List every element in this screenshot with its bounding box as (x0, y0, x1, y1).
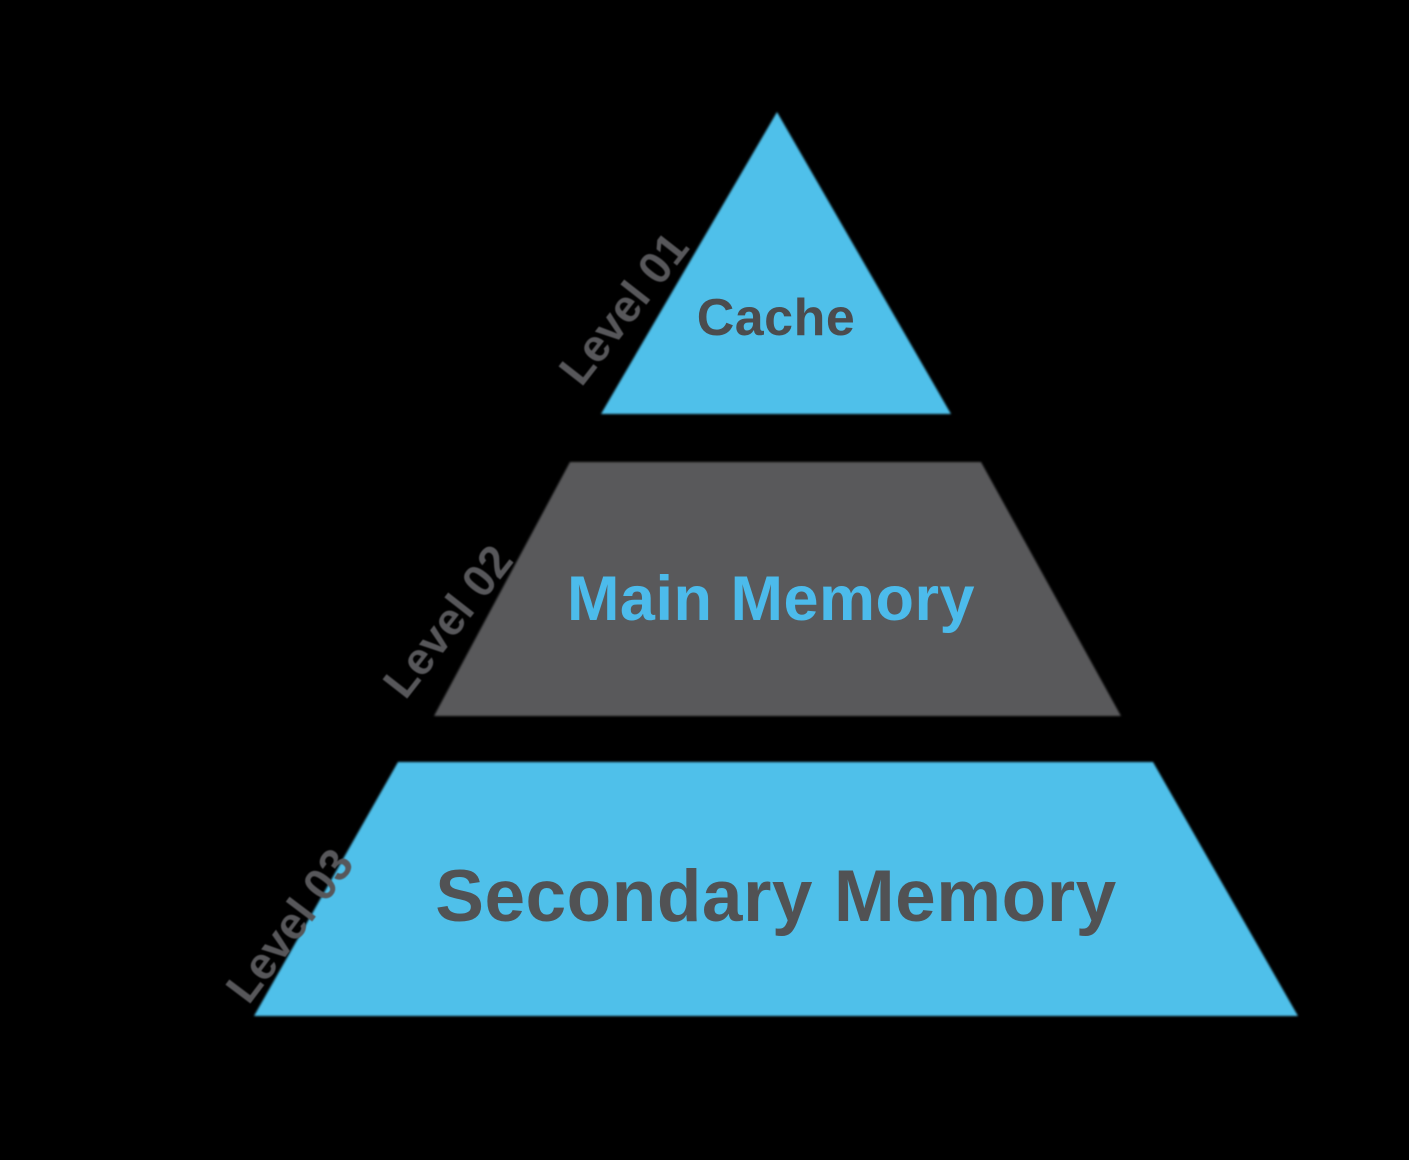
level-1-title: Cache (697, 289, 856, 347)
level-3-title: Secondary Memory (435, 856, 1116, 937)
level-1-triangle (601, 112, 951, 414)
level-2-trapezoid (434, 462, 1121, 716)
level-3-trapezoid (254, 762, 1298, 1016)
level-2-title: Main Memory (567, 564, 975, 634)
